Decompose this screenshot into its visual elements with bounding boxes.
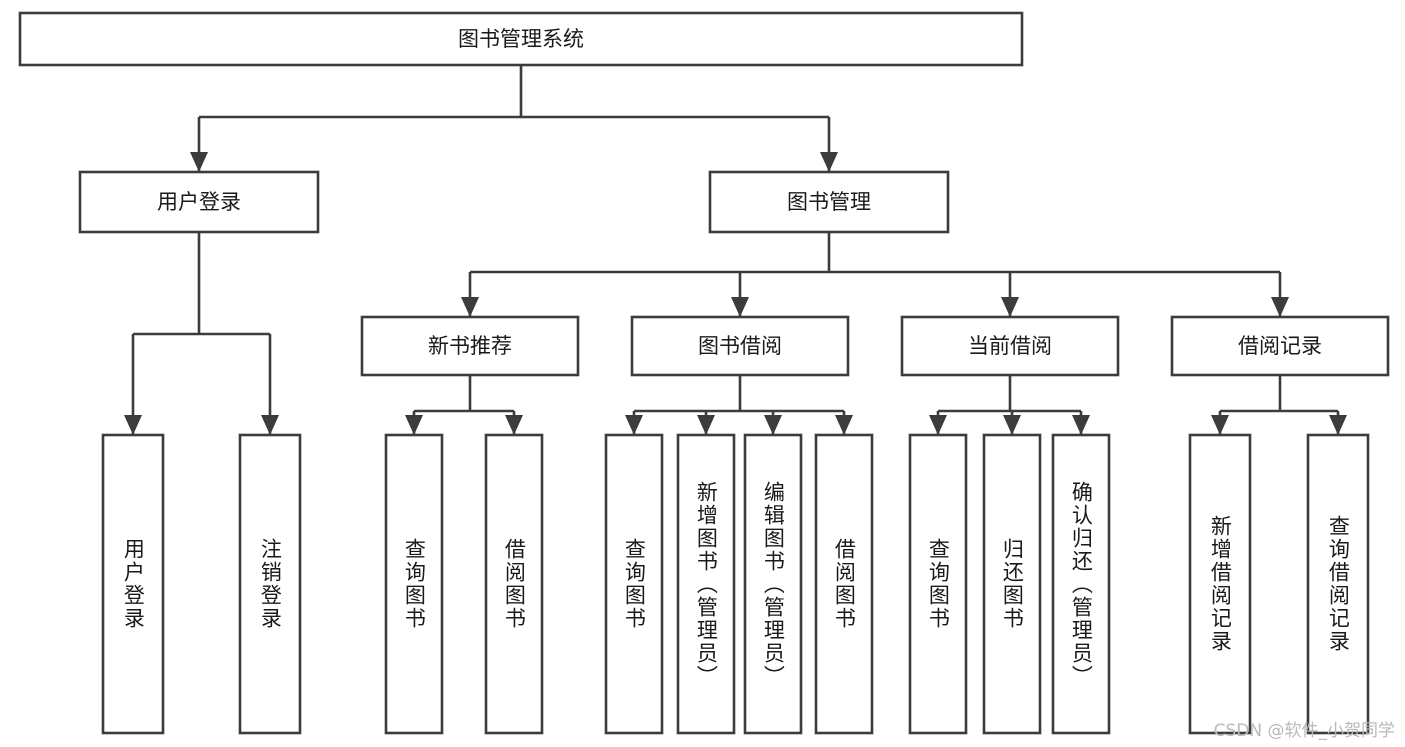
node-level3-book-borrow[interactable] [630,315,850,377]
arrow-head-icon [929,415,947,435]
node-level2-label-book-manage: 图书管理 [787,190,871,214]
node-leaf-leaf-borrow-book-1[interactable] [484,433,544,735]
node-leaf-leaf-query-book-1[interactable] [384,433,444,735]
node-level2-label-user-login: 用户登录 [157,190,241,214]
arrow-head-icon [261,415,279,435]
csdn-watermark: CSDN @软件_小贺同学 [1213,721,1395,741]
node-leaf-leaf-confirm-return[interactable] [1051,433,1111,735]
node-level3-label-book-borrow: 图书借阅 [698,334,782,358]
arrow-head-icon [405,415,423,435]
arrow-head-icon [1003,415,1021,435]
node-leaf-leaf-add-record[interactable] [1188,433,1252,735]
node-level3-label-current-borrow: 当前借阅 [968,334,1052,358]
node-level2-book-manage[interactable] [708,170,950,234]
arrow-head-icon [731,297,749,317]
node-leaf-leaf-add-book[interactable] [676,433,736,735]
arrow-head-icon [764,415,782,435]
node-root-label: 图书管理系统 [458,27,584,51]
connector-layer [124,65,1347,435]
arrow-head-icon [190,152,208,172]
node-level3-label-borrow-record: 借阅记录 [1238,334,1322,358]
arrow-head-icon [820,152,838,172]
node-leaf-leaf-edit-book[interactable] [743,433,803,735]
arrow-head-icon [1072,415,1090,435]
arrow-head-icon [461,297,479,317]
arrow-head-icon [124,415,142,435]
node-leaf-leaf-return-book[interactable] [982,433,1042,735]
node-level2-user-login[interactable] [78,170,320,234]
node-leaf-leaf-query-book-2[interactable] [604,433,664,735]
node-level3-borrow-record[interactable] [1170,315,1390,377]
arrow-head-icon [835,415,853,435]
node-root[interactable] [18,11,1024,67]
node-level3-current-borrow[interactable] [900,315,1120,377]
node-level3-label-new-book-rec: 新书推荐 [428,334,512,358]
node-box-layer [18,11,1390,735]
node-level3-new-book-rec[interactable] [360,315,580,377]
node-leaf-leaf-borrow-book-2[interactable] [814,433,874,735]
node-leaf-leaf-query-book-3[interactable] [908,433,968,735]
arrow-head-icon [697,415,715,435]
arrow-head-icon [1329,415,1347,435]
arrow-head-icon [1271,297,1289,317]
node-leaf-leaf-query-record[interactable] [1306,433,1370,735]
arrow-head-icon [1001,297,1019,317]
arrow-head-icon [1211,415,1229,435]
node-leaf-leaf-user-login[interactable] [101,433,165,735]
arrow-head-icon [625,415,643,435]
arrow-head-icon [505,415,523,435]
node-leaf-leaf-user-logout[interactable] [238,433,302,735]
